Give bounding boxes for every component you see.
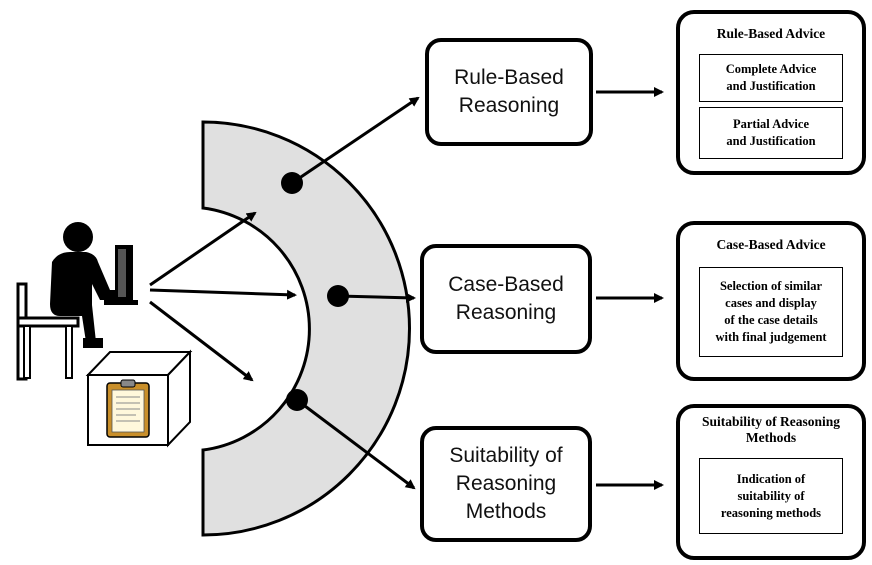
case-based-reasoning-label: Case-Based Reasoning bbox=[448, 273, 564, 324]
case-based-reasoning-box: Case-Based Reasoning bbox=[420, 244, 592, 354]
suitability-of-reasoning-methods-label: Suitability of Reasoning Methods bbox=[449, 444, 563, 523]
rule-based-reasoning-label: Rule-Based Reasoning bbox=[454, 66, 564, 117]
suitability-output-box: Suitability of Reasoning Methods Indicat… bbox=[676, 404, 866, 560]
arrow-user-to-arc-top bbox=[149, 211, 257, 287]
arrow-dot-to-suitability bbox=[296, 398, 416, 490]
complete-advice-text: Complete Advice and Justification bbox=[725, 62, 817, 93]
rule-based-advice-title: Rule-Based Advice bbox=[716, 26, 826, 41]
partial-advice-text: Partial Advice and Justification bbox=[726, 117, 816, 148]
suitability-output-title: Suitability of Reasoning Methods bbox=[701, 414, 841, 445]
clipboard-icon bbox=[106, 379, 150, 438]
partial-advice-item: Partial Advice and Justification bbox=[699, 107, 843, 159]
suitability-indication-item: Indication of suitability of reasoning m… bbox=[699, 458, 843, 534]
rule-based-advice-box: Rule-Based Advice Complete Advice and Ju… bbox=[676, 10, 866, 175]
interface-arc bbox=[201, 120, 411, 537]
complete-advice-item: Complete Advice and Justification bbox=[699, 54, 843, 102]
arrow-user-to-arc-bottom bbox=[149, 300, 254, 382]
rule-based-reasoning-box: Rule-Based Reasoning bbox=[425, 38, 593, 146]
case-selection-text: Selection of similar cases and display o… bbox=[715, 279, 827, 344]
arrow-dot-to-case-based-reasoning bbox=[337, 292, 416, 303]
suitability-of-reasoning-methods-box: Suitability of Reasoning Methods bbox=[420, 426, 592, 542]
user-at-computer-icon bbox=[16, 222, 138, 381]
arrow-user-to-arc-middle bbox=[149, 288, 297, 300]
case-based-advice-box: Case-Based Advice Selection of similar c… bbox=[676, 221, 866, 381]
suitability-indication-text: Indication of suitability of reasoning m… bbox=[720, 471, 822, 520]
arrow-dot-to-rule-based-reasoning bbox=[291, 96, 420, 185]
case-based-advice-title: Case-Based Advice bbox=[716, 237, 826, 252]
case-selection-item: Selection of similar cases and display o… bbox=[699, 267, 843, 357]
